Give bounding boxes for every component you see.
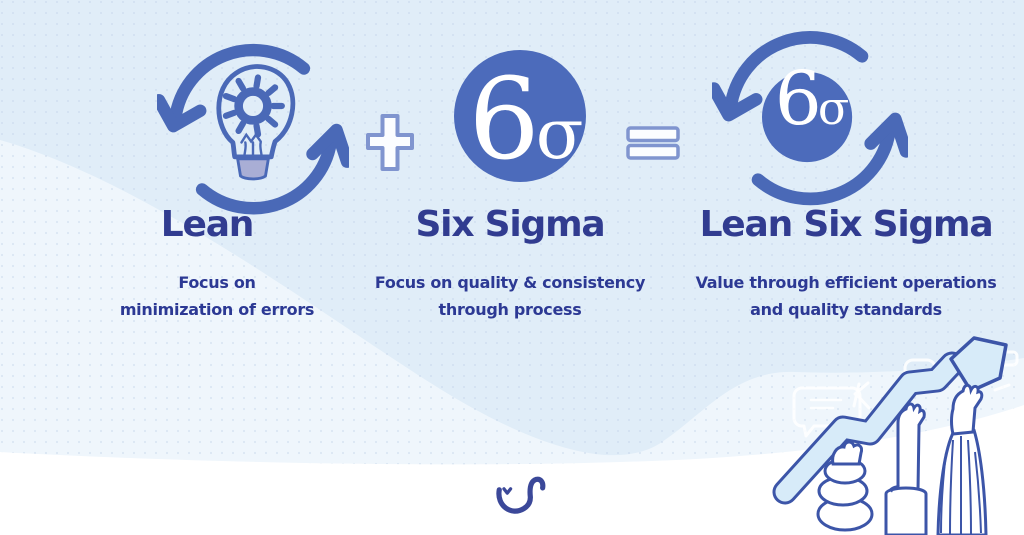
lightbulb-icon <box>216 64 296 160</box>
gear-icon <box>222 74 285 138</box>
plus-icon <box>366 114 414 171</box>
middle-hand <box>884 402 928 535</box>
smiley-wink-logo-icon <box>496 476 546 514</box>
cycle-arrows-lightbulb-gear-icon <box>157 33 349 225</box>
lean-six-sigma-description-line2: and quality standards <box>750 300 942 319</box>
lean-description-line2: minimization of errors <box>119 300 315 319</box>
filament <box>240 132 263 158</box>
hands-growth-arrow-illustration <box>772 336 1019 535</box>
left-hand <box>816 440 874 532</box>
lean-description: Focus on minimization of errors <box>67 269 367 323</box>
six-sigma-description: Focus on quality & consistency through p… <box>345 269 675 323</box>
six-sigma-inner-circle <box>761 71 853 163</box>
six-sigma-description-line1: Focus on quality & consistency <box>374 273 646 292</box>
equals-icon <box>626 126 680 160</box>
lean-six-sigma-description-line1: Value through efficient operations <box>695 273 997 292</box>
right-hand <box>936 383 988 535</box>
growth-arrow-head <box>949 336 1008 393</box>
six-sigma-description-line2: through process <box>438 300 582 319</box>
lean-six-sigma-title: Lean Six Sigma <box>699 204 994 245</box>
six-sigma-filled-circle-icon <box>454 50 586 182</box>
lean-title: Lean <box>160 204 255 245</box>
six-sigma-title: Six Sigma <box>415 204 605 245</box>
lean-description-line1: Focus on <box>178 273 256 292</box>
cycle-arrows-six-sigma-icon <box>712 20 908 216</box>
lean-six-sigma-description: Value through efficient operations and q… <box>672 269 1020 323</box>
lightbulb-socket <box>236 157 270 181</box>
